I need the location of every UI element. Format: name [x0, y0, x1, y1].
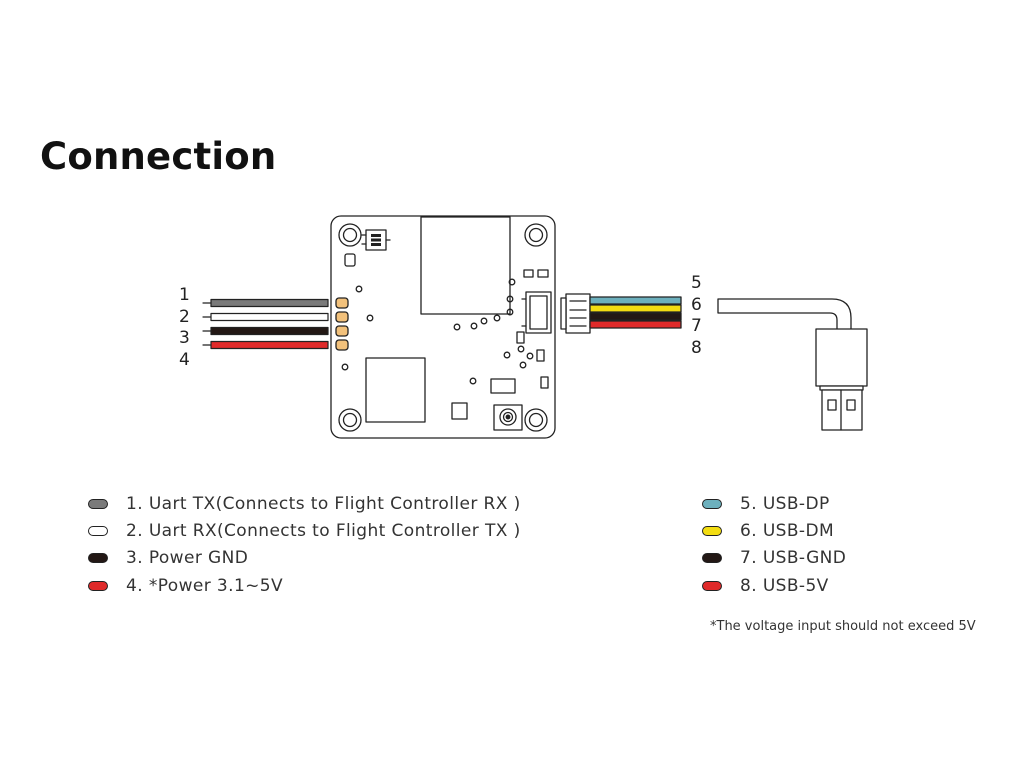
- transistor-component: [361, 229, 391, 251]
- small-resistor-4: [536, 349, 545, 362]
- wire-2-uart-rx: [210, 312, 329, 322]
- mounting-hole-top-left: [338, 223, 362, 247]
- usb-type-a-connector: [821, 389, 863, 431]
- pin-number-7: 7: [691, 316, 702, 336]
- receiver-board: [330, 215, 556, 439]
- legend-item-uart-tx: 1. Uart TX(Connects to Flight Controller…: [88, 494, 521, 514]
- jst-plug: [560, 293, 591, 334]
- legend-item-power-gnd: 3. Power GND: [88, 548, 248, 568]
- right-pin-numbers: 5 6 7 8: [691, 273, 702, 358]
- pin-number-2: 2: [179, 307, 190, 327]
- pin-number-8: 8: [691, 338, 702, 358]
- legend-label: 1. Uart TX(Connects to Flight Controller…: [126, 494, 521, 514]
- pin-number-3: 3: [179, 328, 190, 348]
- solder-pad-1: [335, 297, 349, 309]
- pin-number-1: 1: [179, 285, 190, 305]
- left-wire-harness: [202, 298, 329, 350]
- legend-swatch-red: [88, 581, 108, 591]
- legend-label: 2. Uart RX(Connects to Flight Controller…: [126, 521, 521, 541]
- legend-swatch-red: [702, 581, 722, 591]
- left-pin-numbers: 1 2 3 4: [179, 285, 190, 370]
- legend-item-usb-dm: 6. USB-DM: [702, 521, 834, 541]
- legend-swatch-teal: [702, 499, 722, 509]
- legend-item-usb-gnd: 7. USB-GND: [702, 548, 846, 568]
- secondary-chip: [365, 357, 426, 423]
- small-resistor-1: [523, 269, 534, 278]
- board-connector: [521, 291, 552, 334]
- board-outline: [330, 215, 556, 439]
- wire-6-usb-dm: [589, 304, 682, 313]
- small-resistor-5: [540, 376, 549, 389]
- solder-pad-3: [335, 325, 349, 337]
- legend-label: 4. *Power 3.1~5V: [126, 576, 284, 596]
- legend-label: 8. USB-5V: [740, 576, 829, 596]
- main-chip: [420, 216, 511, 315]
- solder-pads: [335, 297, 349, 351]
- small-resistor-2: [537, 269, 549, 278]
- square-pad: [451, 402, 468, 420]
- small-resistor-3: [516, 331, 525, 344]
- small-component: [490, 378, 516, 394]
- legend-swatch-black: [702, 553, 722, 563]
- wire-3-power-gnd: [210, 326, 329, 336]
- board-vias: [341, 278, 534, 385]
- legend-swatch-gray: [88, 499, 108, 509]
- voltage-note: *The voltage input should not exceed 5V: [710, 619, 976, 634]
- wire-1-uart-tx: [210, 298, 329, 308]
- solder-pad-4: [335, 339, 349, 351]
- legend-item-uart-rx: 2. Uart RX(Connects to Flight Controller…: [88, 521, 521, 541]
- pin-number-6: 6: [691, 295, 702, 315]
- wire-5-usb-dp: [589, 296, 682, 305]
- usb-harness: [560, 293, 868, 431]
- legend-swatch-yellow: [702, 526, 722, 536]
- wire-4-power: [210, 340, 329, 350]
- mounting-hole-bottom-right: [524, 408, 548, 432]
- page-title: Connection: [40, 135, 277, 178]
- wire-8-usb-5v: [589, 320, 682, 329]
- legend-item-usb-dp: 5. USB-DP: [702, 494, 830, 514]
- pin-number-5: 5: [691, 273, 702, 293]
- legend-label: 3. Power GND: [126, 548, 249, 568]
- legend-item-usb-5v: 8. USB-5V: [702, 576, 829, 596]
- usb-plug-body: [815, 328, 868, 387]
- mounting-hole-top-right: [524, 223, 548, 247]
- solder-pad-2: [335, 311, 349, 323]
- small-capacitor: [344, 253, 356, 267]
- pin-number-4: 4: [179, 350, 190, 370]
- mounting-hole-bottom-left: [338, 408, 362, 432]
- wire-7-usb-gnd: [589, 312, 682, 321]
- legend-label: 5. USB-DP: [740, 494, 830, 514]
- legend-label: 6. USB-DM: [740, 521, 835, 541]
- legend-item-power: 4. *Power 3.1~5V: [88, 576, 283, 596]
- legend-swatch-black: [88, 553, 108, 563]
- antenna-connector: [493, 404, 523, 431]
- usb-cable: [717, 298, 852, 331]
- legend-swatch-white: [88, 526, 108, 536]
- legend-label: 7. USB-GND: [740, 548, 847, 568]
